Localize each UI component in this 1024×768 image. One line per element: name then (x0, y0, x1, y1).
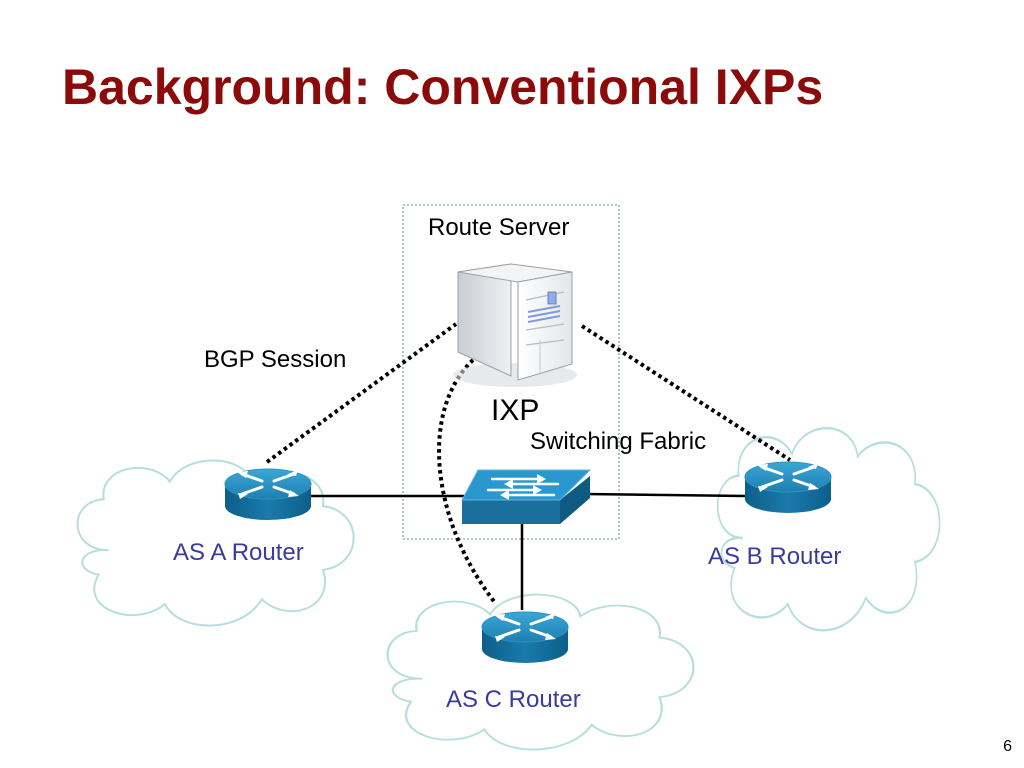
bgp-session-a (265, 322, 458, 464)
router-c-icon (480, 610, 570, 665)
router-b-icon (743, 460, 833, 515)
bgp-session-c (437, 358, 498, 606)
route-server-icon (453, 263, 577, 387)
bgp-session-label: BGP Session (204, 346, 347, 373)
ixp-label: IXP (491, 394, 540, 427)
router-a-icon (223, 467, 313, 522)
page-number: 6 (1003, 738, 1012, 755)
slide-title: Background: Conventional IXPs (62, 59, 824, 115)
route-server-label: Route Server (428, 214, 570, 241)
as-c-router-label: AS C Router (446, 686, 581, 713)
ixp-box (402, 204, 620, 540)
cloud-as-b (716, 426, 941, 632)
bgp-session-b (580, 324, 792, 462)
switch-icon (461, 469, 592, 524)
as-a-router-label: AS A Router (173, 539, 304, 566)
as-b-router-label: AS B Router (708, 543, 842, 570)
switching-fabric-label: Switching Fabric (530, 428, 707, 455)
link-switch-b (584, 492, 746, 498)
